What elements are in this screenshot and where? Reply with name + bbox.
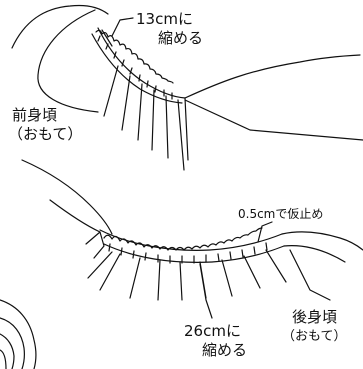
corner-curve-1 xyxy=(0,299,37,369)
top-ruffle-scallops xyxy=(95,29,174,84)
top-gather-line1: 13cmに xyxy=(136,10,193,28)
bottom-ruffle-scallops xyxy=(103,227,263,251)
back-bodice-edge xyxy=(289,249,331,301)
top-gather-note: 13cmに 縮める xyxy=(136,10,203,48)
bottom-piece-left-curve xyxy=(21,159,113,235)
bottom-gather-line2: 縮める xyxy=(202,341,248,359)
back-bodice-line1: 後身頃 xyxy=(292,308,338,326)
top-label-leader xyxy=(111,17,134,37)
back-bodice-note: 後身頃 （おもて） xyxy=(282,308,346,346)
corner-curve-2 xyxy=(0,317,25,369)
bottom-piece-right-edge-2 xyxy=(283,245,346,263)
bottom-gather-ticks xyxy=(108,242,268,264)
top-piece-upper-curve xyxy=(11,4,109,49)
top-piece-right-edge xyxy=(184,54,361,99)
bottom-gathered-edge xyxy=(99,229,283,251)
bottom-left-corner xyxy=(85,231,105,259)
top-piece-side-line xyxy=(184,97,189,161)
basting-text: 0.5cmで仮止め xyxy=(238,207,324,221)
basting-leader xyxy=(257,221,273,243)
top-fold-lines xyxy=(103,65,185,171)
back-bodice-line2: （おもて） xyxy=(282,329,347,344)
top-small-mark xyxy=(101,29,113,47)
bottom-gathered-piece xyxy=(21,159,363,319)
bottom-gathered-edge-inner xyxy=(103,243,285,263)
top-piece-lower-edge xyxy=(184,99,363,141)
corner-curves xyxy=(0,299,37,369)
bottom-piece-outer-left xyxy=(49,199,101,233)
bottom-piece-right-edge xyxy=(281,231,363,251)
front-bodice-line1: 前身頃 xyxy=(12,106,58,124)
top-gather-line2: 縮める xyxy=(158,29,204,47)
top-gather-ticks xyxy=(97,35,173,100)
top-gathered-edge-inner xyxy=(91,33,183,104)
bottom-gather-note: 26cmに 縮める xyxy=(184,322,247,360)
front-bodice-line2: （おもて） xyxy=(8,125,83,143)
bottom-fold-lines xyxy=(87,249,287,301)
bottom-gather-leader xyxy=(199,263,213,319)
front-bodice-note: 前身頃 （おもて） xyxy=(8,106,82,144)
bottom-gather-line1: 26cmに xyxy=(184,322,241,340)
basting-note: 0.5cmで仮止め xyxy=(238,205,323,224)
top-gathered-piece xyxy=(11,4,363,171)
top-piece-left-arc xyxy=(37,9,99,113)
corner-curve-4 xyxy=(0,349,7,369)
corner-curve-3 xyxy=(0,333,15,369)
